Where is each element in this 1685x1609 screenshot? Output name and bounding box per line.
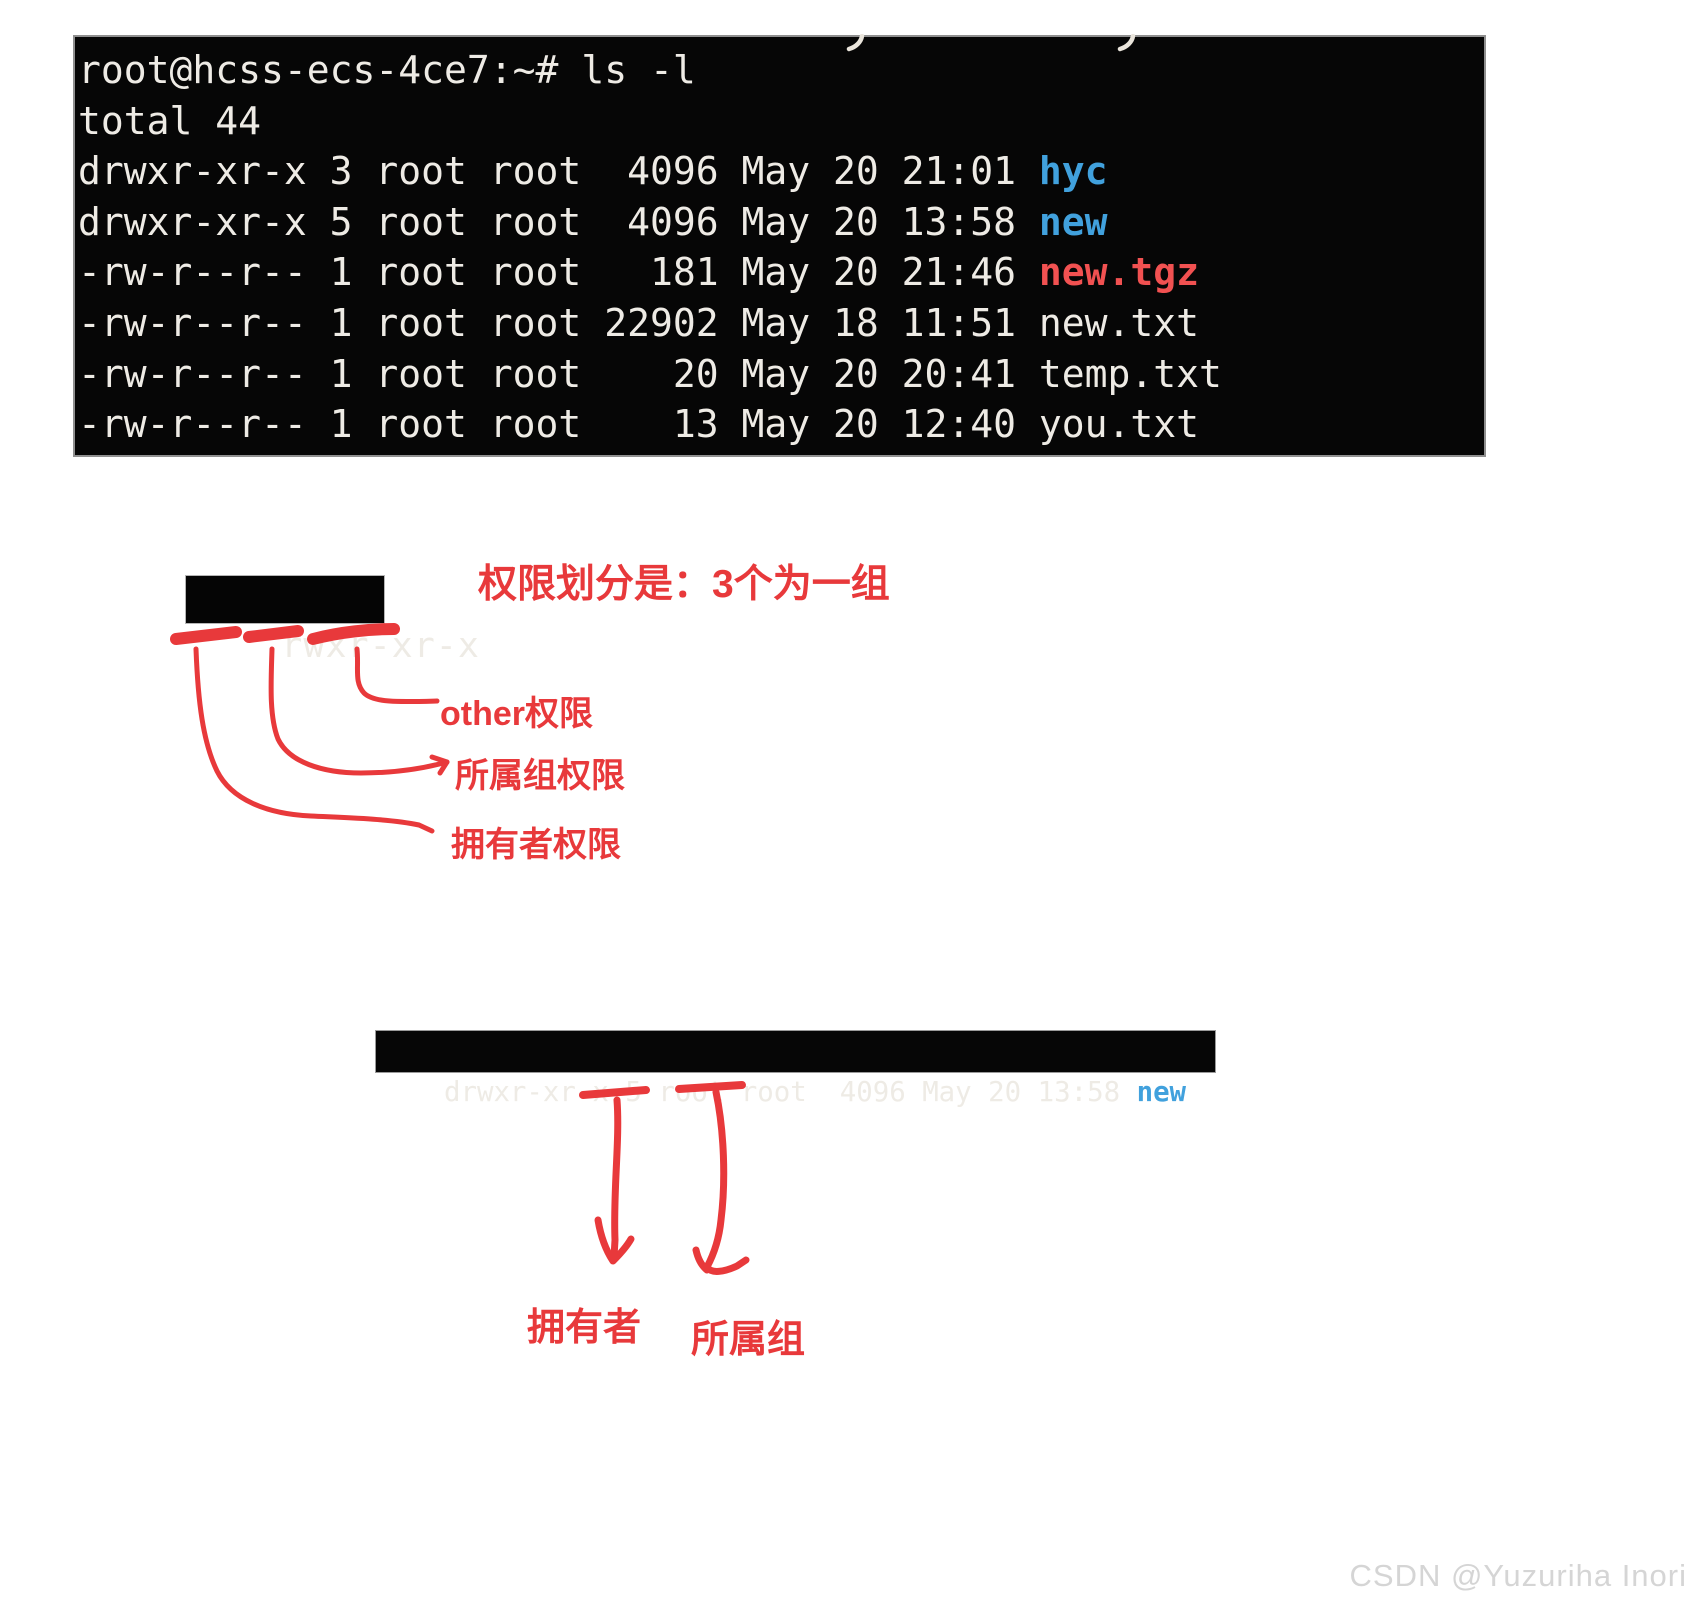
group-label: 所属组 xyxy=(691,1319,806,1361)
other-connector-line xyxy=(354,646,440,705)
owner-group-arrows xyxy=(579,1081,750,1275)
terminal-line: -rw-r--r-- 1 root root 20 May 20 20:41 t… xyxy=(78,349,1484,400)
terminal-line: drwxr-xr-x 5 root root 4096 May 20 13:58… xyxy=(78,197,1484,248)
filename-segment: new.tgz xyxy=(1038,250,1200,295)
highlighted-ls-line: drwxr-xr-x 5 root root 4096 May 20 13:58… xyxy=(375,1030,1216,1108)
terminal-text-segment: root@hcss-ecs-4ce7:~# ls -l xyxy=(78,48,696,92)
terminal-text-segment: -rw-r--r-- 1 root root 181 May 20 21:46 xyxy=(78,250,1039,295)
cropped-text-fragment xyxy=(1117,34,1136,52)
group-underline-stroke xyxy=(243,625,304,643)
owner-arrow-topbar xyxy=(579,1086,650,1099)
permission-diagram-title: 权限划分是：3个为一组 xyxy=(478,563,890,606)
filename-segment: hyc xyxy=(1038,149,1108,194)
group-arrow-shaft xyxy=(703,1088,750,1275)
terminal-line: -rw-r--r-- 1 root root 22902 May 18 11:5… xyxy=(78,298,1484,349)
terminal-text-segment: -rw-r--r-- 1 root root 13 May 20 12:40 y… xyxy=(78,402,1200,447)
owner-connector-line xyxy=(193,646,435,834)
group-permission-label: 所属组权限 xyxy=(455,757,625,795)
owner-arrow-shaft xyxy=(610,1096,622,1261)
other-underline-stroke xyxy=(307,623,400,645)
terminal-line: root@hcss-ecs-4ce7:~# ls -l xyxy=(78,45,1484,96)
group-arrow-topbar xyxy=(675,1081,746,1093)
terminal-text-segment: -rw-r--r-- 1 root root 22902 May 18 11:5… xyxy=(78,300,1200,345)
highlight-line-text: drwxr-xr-x 5 root root 4096 May 20 13:58… xyxy=(444,1077,1186,1108)
terminal-text-segment: total 44 xyxy=(78,98,262,143)
watermark: CSDN @Yuzuriha Inori xyxy=(1349,1558,1685,1593)
group-arrowhead-barb xyxy=(692,1246,711,1274)
terminal-text-segment: drwxr-xr-x 3 root root 4096 May 20 21:01 xyxy=(78,149,1039,194)
terminal-line: total 44 xyxy=(78,96,1484,147)
permission-sample-box: rwxr-xr-x xyxy=(185,575,479,666)
group-connector-line xyxy=(268,646,450,776)
cropped-text-fragment xyxy=(846,34,865,52)
owner-permission-label: 拥有者权限 xyxy=(451,826,621,864)
filename-segment: new xyxy=(1038,199,1108,244)
other-permission-label: other权限 xyxy=(440,695,593,733)
terminal-line: -rw-r--r-- 1 root root 181 May 20 21:46 … xyxy=(78,247,1484,298)
group-connector-arrowhead xyxy=(429,754,450,776)
terminal-line: -rw-r--r-- 1 root root 13 May 20 12:40 y… xyxy=(78,399,1484,450)
terminal-text-segment: drwxr-xr-x 5 root root 4096 May 20 13:58 xyxy=(443,1077,1137,1108)
terminal-text-segment: drwxr-xr-x 5 root root 4096 May 20 13:58 xyxy=(78,199,1039,244)
owner-underline-stroke xyxy=(170,626,242,645)
permission-underline-strokes xyxy=(170,623,450,834)
owner-label: 拥有者 xyxy=(527,1307,642,1349)
terminal-text-segment: -rw-r--r-- 1 root root 20 May 20 20:41 t… xyxy=(78,351,1222,396)
terminal-line: drwxr-xr-x 3 root root 4096 May 20 21:01… xyxy=(78,146,1484,197)
filename-segment: new xyxy=(1136,1077,1187,1108)
owner-arrowhead xyxy=(594,1216,635,1265)
